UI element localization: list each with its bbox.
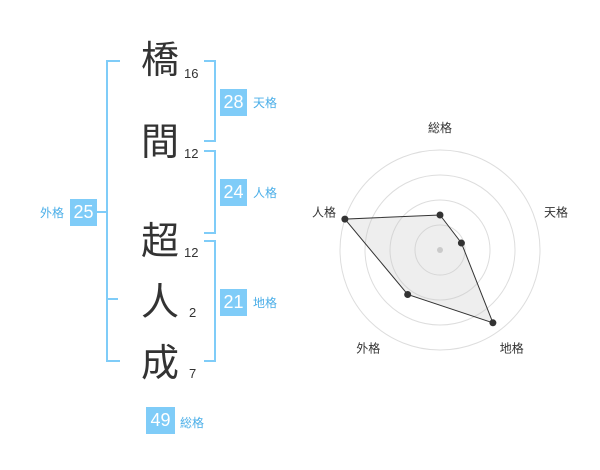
jinkaku-value-badge: 24 <box>220 179 247 206</box>
bracket-outer-left <box>106 60 120 362</box>
radar-point-4 <box>404 290 412 298</box>
radar-point-5 <box>341 215 349 223</box>
chikaku-value-badge: 21 <box>220 289 247 316</box>
name-char-2: 間 <box>141 120 180 164</box>
bracket-chikaku <box>204 240 216 362</box>
radar-axis-label-4: 外格 <box>356 341 380 356</box>
chikaku-label: 地格 <box>253 296 278 310</box>
stroke-count-2: 12 <box>184 146 199 161</box>
radar-point-2 <box>457 239 465 247</box>
radar-point-1 <box>436 211 444 219</box>
radar-center-dot <box>437 247 443 253</box>
tenkaku-label: 天格 <box>253 96 278 110</box>
gaikaku-value-badge: 25 <box>70 199 97 226</box>
radar-ring-1 <box>414 224 466 276</box>
stroke-count-3: 12 <box>184 245 199 260</box>
stroke-count-5: 7 <box>189 366 197 381</box>
bracket-outer-tick <box>106 298 118 300</box>
radar-ring-3 <box>364 174 516 326</box>
soukaku-label: 総格 <box>180 416 205 430</box>
jinkaku-label: 人格 <box>253 186 278 200</box>
bracket-jinkaku <box>204 150 216 234</box>
name-char-1: 橋 <box>141 38 180 82</box>
gaikaku-label: 外格 <box>40 206 65 220</box>
tenkaku-value-badge: 28 <box>220 89 247 116</box>
radar-axis-label-1: 総格 <box>428 120 452 135</box>
radar-area <box>343 214 494 324</box>
name-char-3: 超 <box>141 219 180 263</box>
radar-ring-4 <box>339 149 541 351</box>
radar-axis-label-2: 天格 <box>544 204 568 219</box>
radar-point-3 <box>489 319 497 327</box>
bracket-tenkaku <box>204 60 216 142</box>
connector-gaikaku <box>97 211 106 213</box>
radar-axis-label-3: 地格 <box>500 341 524 356</box>
radar-axis-label-5: 人格 <box>312 204 336 219</box>
stroke-count-4: 2 <box>189 305 197 320</box>
name-char-4: 人 <box>141 280 180 324</box>
name-char-5: 成 <box>141 341 180 385</box>
radar-ring-2 <box>389 199 491 301</box>
stroke-count-1: 16 <box>184 66 199 81</box>
soukaku-value-badge: 49 <box>146 407 175 434</box>
